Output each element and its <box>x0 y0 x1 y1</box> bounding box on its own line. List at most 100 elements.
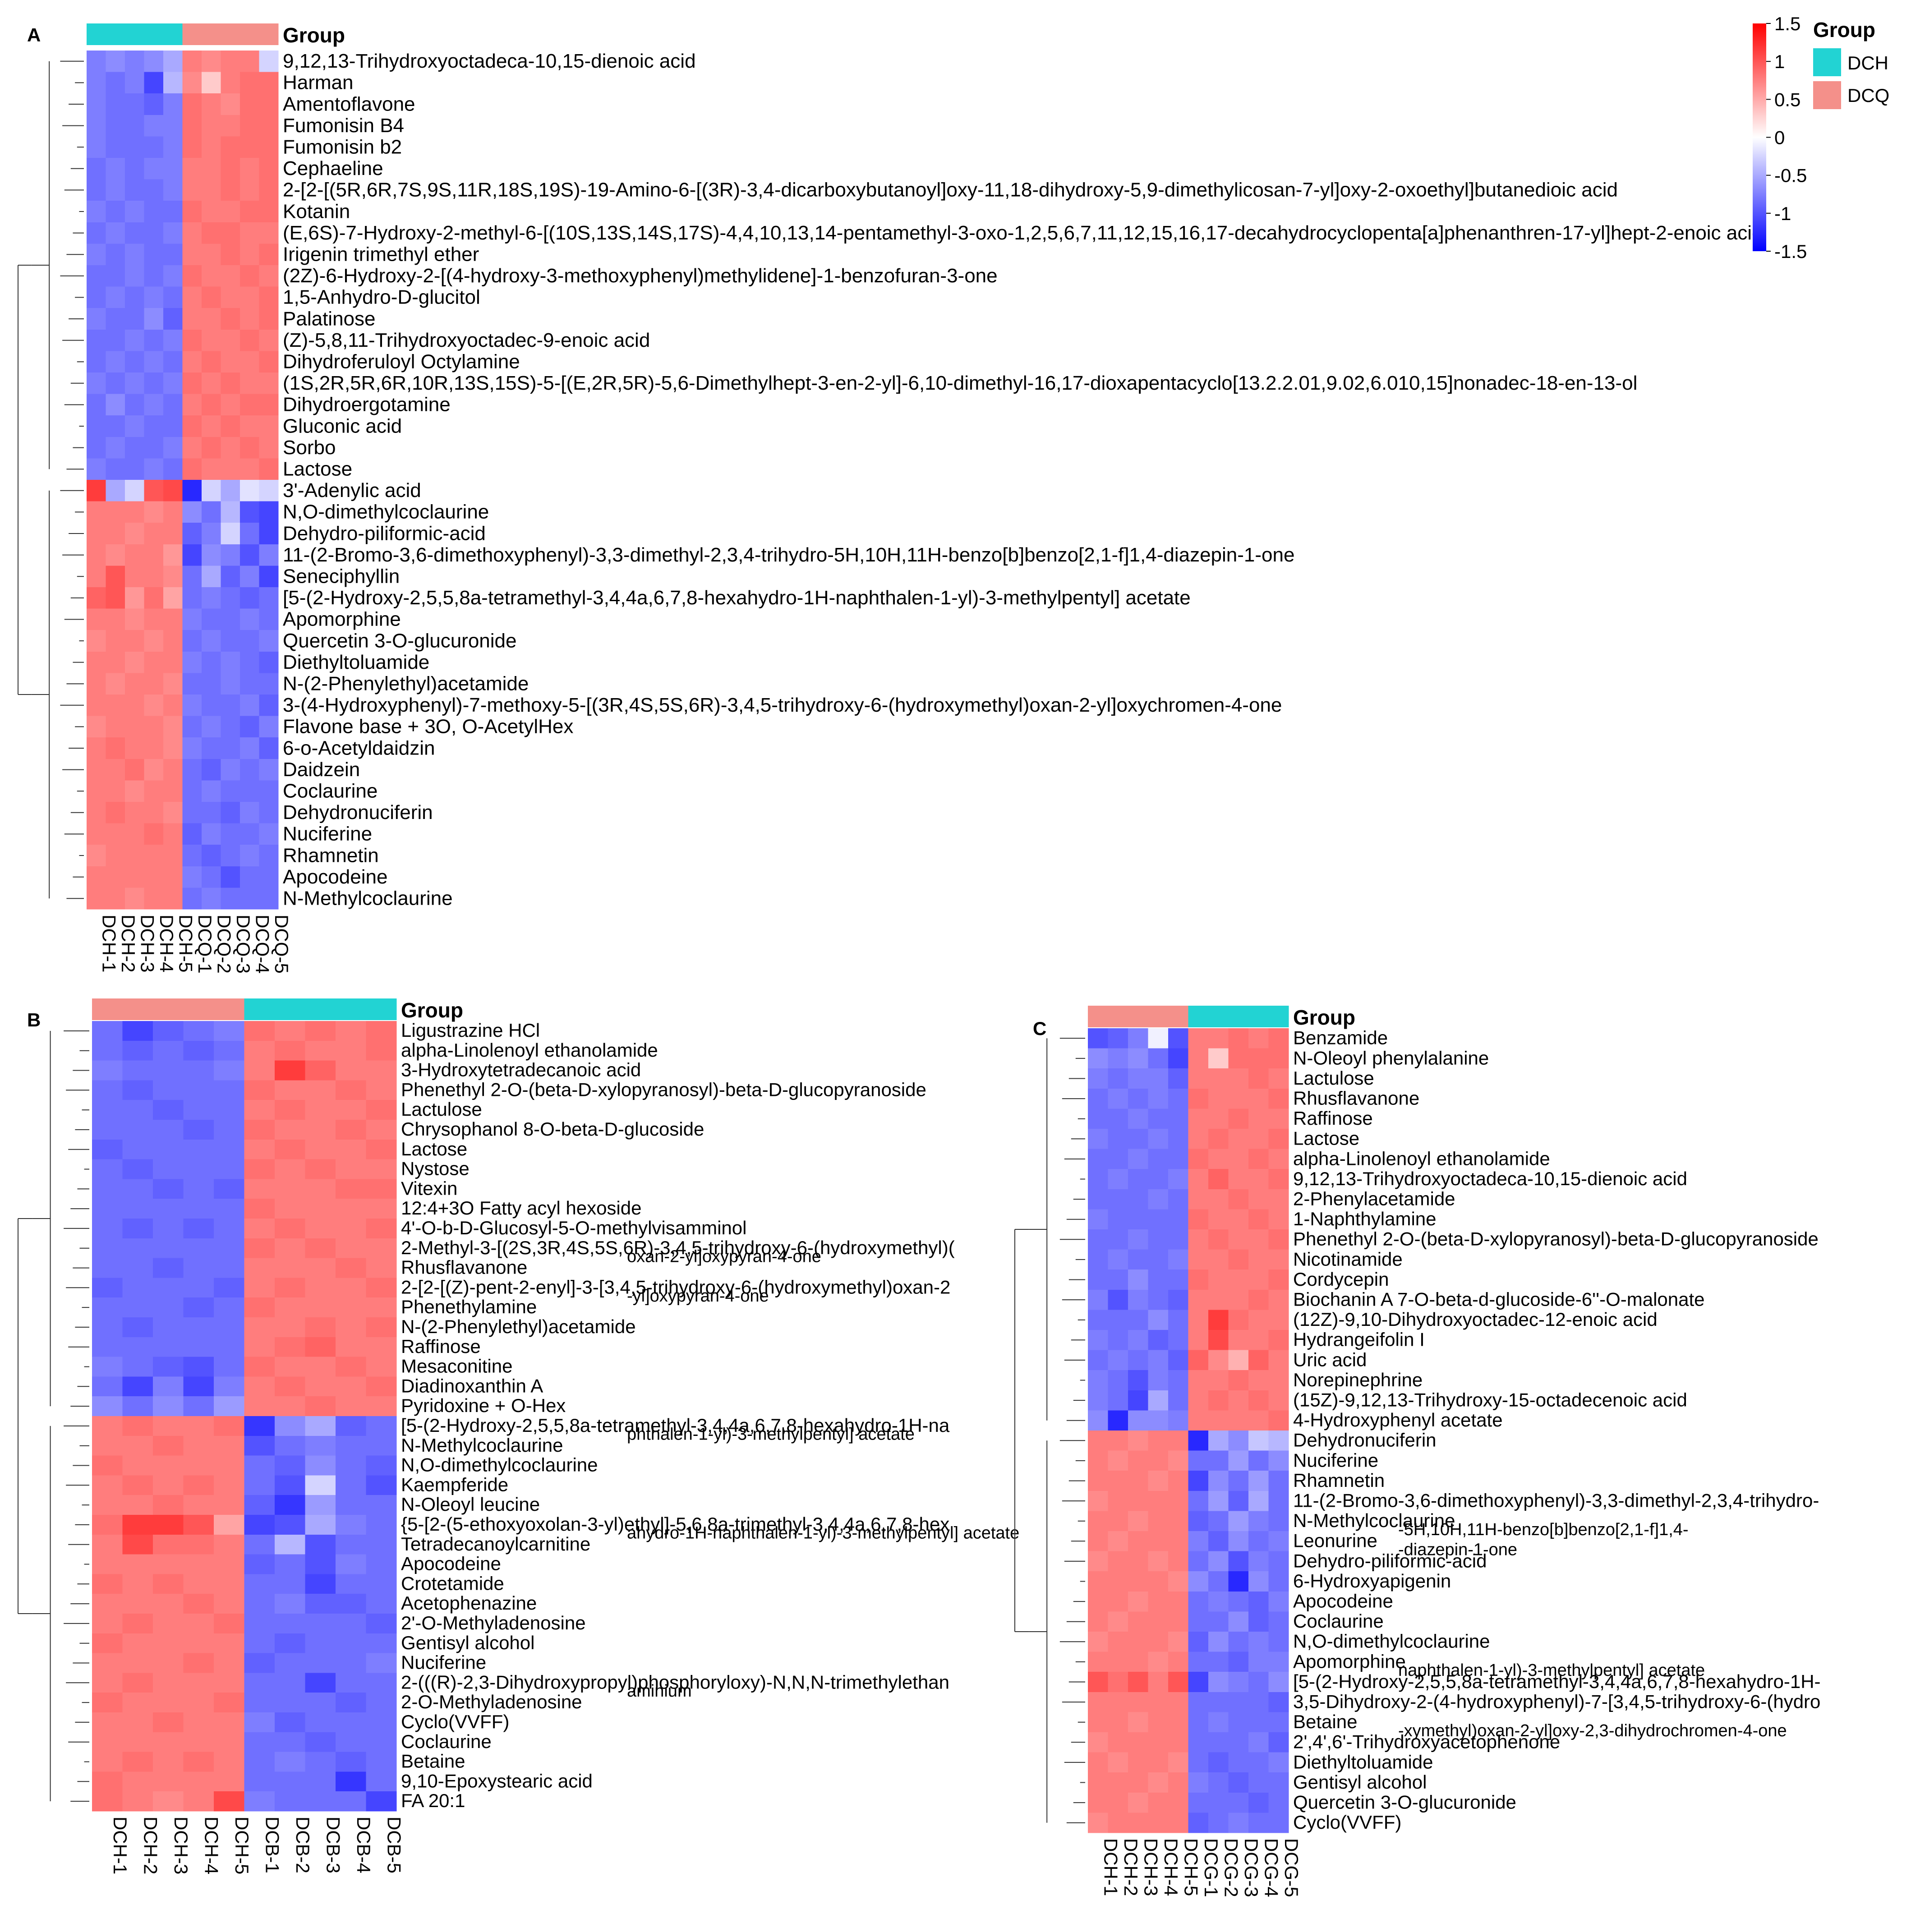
heatmap-cell <box>87 286 106 308</box>
row-label: Raffinose <box>1293 1108 1373 1129</box>
heatmap-cell <box>1208 1209 1229 1230</box>
heatmap-cell <box>1168 1511 1189 1532</box>
heatmap-cell <box>182 179 202 201</box>
heatmap-cell <box>259 351 279 373</box>
heatmap-cell <box>1088 1571 1109 1592</box>
heatmap-cell <box>122 1139 153 1160</box>
heatmap-cell <box>1208 1651 1229 1672</box>
heatmap-cell <box>153 1238 184 1259</box>
heatmap-cell <box>1248 1490 1269 1511</box>
heatmap-cell <box>202 179 221 201</box>
heatmap-cell <box>244 1139 275 1160</box>
heatmap-cell <box>1148 1289 1169 1310</box>
heatmap-cell <box>221 351 240 373</box>
heatmap-cell <box>202 286 221 308</box>
heatmap-cell <box>106 286 125 308</box>
heatmap-cell <box>214 1021 245 1041</box>
heatmap-cell <box>106 458 125 480</box>
heatmap-cell <box>1128 1431 1149 1451</box>
heatmap-cell <box>1128 1068 1149 1089</box>
heatmap-cell <box>92 1021 123 1041</box>
heatmap-cell <box>163 201 183 223</box>
heatmap-cell <box>106 866 125 888</box>
heatmap-cell <box>275 1376 306 1397</box>
heatmap-cell <box>122 1752 153 1772</box>
heatmap-cell <box>240 136 260 158</box>
heatmap-cell <box>240 201 260 223</box>
heatmap-cell <box>240 51 260 73</box>
heatmap-cell <box>275 1653 306 1673</box>
heatmap-cell <box>153 1475 184 1495</box>
heatmap-cell <box>1228 1692 1249 1712</box>
heatmap-cell <box>244 1495 275 1515</box>
heatmap-cell <box>221 93 240 115</box>
heatmap-cell <box>1188 1229 1209 1250</box>
heatmap-cell <box>125 523 145 545</box>
heatmap-cell <box>153 1574 184 1594</box>
heatmap-cell <box>275 1120 306 1140</box>
heatmap-cell <box>214 1653 245 1673</box>
column-label: DCQ-5 <box>271 915 292 974</box>
heatmap-cell <box>1128 1129 1149 1150</box>
heatmap-cell <box>125 587 145 609</box>
heatmap-cell <box>144 780 164 802</box>
heatmap-cell <box>1188 1209 1209 1230</box>
heatmap-cell <box>125 673 145 695</box>
heatmap-cell <box>221 394 240 416</box>
heatmap-cell <box>1088 1732 1109 1753</box>
heatmap-cell <box>1128 1692 1149 1712</box>
heatmap-cell <box>1188 1310 1209 1330</box>
heatmap-cell <box>1108 1350 1128 1371</box>
heatmap-cell <box>1108 1431 1128 1451</box>
heatmap-cell <box>125 608 145 630</box>
heatmap-cell <box>87 136 106 158</box>
heatmap-cell <box>1228 1490 1249 1511</box>
heatmap-cell <box>122 1297 153 1318</box>
heatmap-cell <box>153 1139 184 1160</box>
heatmap-cell <box>87 759 106 781</box>
heatmap-cell <box>1108 1048 1128 1069</box>
row-label: Lactulose <box>401 1099 482 1120</box>
heatmap-panel-a: Group9,12,13-Trihydroxyoctadeca-10,15-di… <box>18 23 1763 974</box>
heatmap-cell <box>305 1021 336 1041</box>
heatmap-cell <box>144 501 164 523</box>
heatmap-cell <box>1228 1410 1249 1431</box>
heatmap-cell <box>1108 1471 1128 1491</box>
column-label: DCB-1 <box>262 1817 283 1873</box>
heatmap-cell <box>1188 1611 1209 1632</box>
column-label: DCG-4 <box>1261 1838 1282 1897</box>
heatmap-cell <box>1128 1732 1149 1753</box>
heatmap-cell <box>1148 1249 1169 1270</box>
heatmap-cell <box>1108 1410 1128 1431</box>
heatmap-cell <box>240 373 260 395</box>
heatmap-cell <box>122 1633 153 1654</box>
heatmap-cell <box>305 1297 336 1318</box>
heatmap-cell <box>366 1435 397 1456</box>
heatmap-cell <box>87 51 106 73</box>
heatmap-cell <box>182 373 202 395</box>
heatmap-cell <box>366 1475 397 1495</box>
heatmap-cell <box>144 523 164 545</box>
heatmap-cell <box>1188 1330 1209 1351</box>
heatmap-cell <box>87 737 106 759</box>
heatmap-cell <box>1228 1551 1249 1572</box>
heatmap-cell <box>202 823 221 845</box>
heatmap-cell <box>240 587 260 609</box>
heatmap-cell <box>221 51 240 73</box>
heatmap-cell <box>1128 1672 1149 1693</box>
heatmap-cell <box>1188 1189 1209 1210</box>
heatmap-cell <box>1188 1289 1209 1310</box>
heatmap-cell <box>1168 1350 1189 1371</box>
row-label: Nuciferine <box>1293 1449 1378 1471</box>
heatmap-cell <box>221 651 240 673</box>
row-label: 11-(2-Bromo-3,6-dimethoxyphenyl)-3,3-dim… <box>1293 1490 1819 1511</box>
heatmap-cell <box>163 630 183 652</box>
group-bar-cell <box>1168 1006 1188 1027</box>
heatmap-cell <box>1268 1591 1289 1612</box>
heatmap-cell <box>214 1791 245 1812</box>
heatmap-cell <box>1088 1752 1109 1773</box>
heatmap-cell <box>275 1080 306 1100</box>
heatmap-cell <box>1208 1431 1229 1451</box>
row-label: N-(2-Phenylethyl)acetamide <box>401 1316 636 1337</box>
heatmap-cell <box>1268 1028 1289 1049</box>
